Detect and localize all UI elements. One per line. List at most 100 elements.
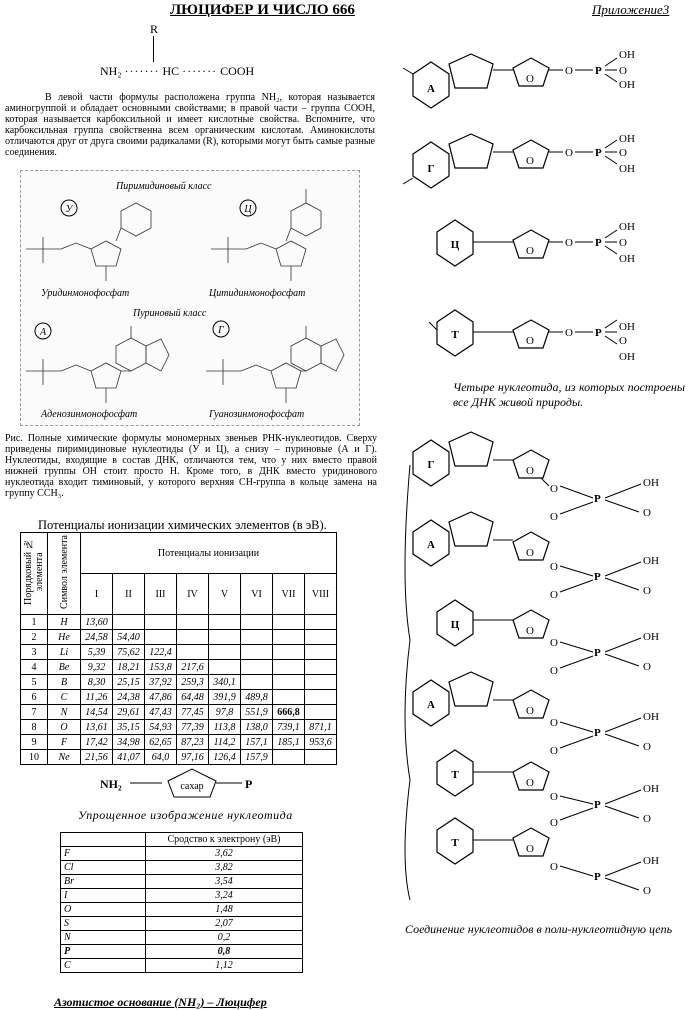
potential-cell: 13,61 xyxy=(80,719,113,735)
potential-cell xyxy=(272,629,305,645)
chain-g-bridge: O xyxy=(550,483,558,495)
chain-caption: Соединение нуклеотидов в поли-нуклеотидн… xyxy=(405,922,673,936)
chain-p3: P xyxy=(594,647,601,659)
potential-cell xyxy=(304,674,337,690)
potential-cell xyxy=(208,659,241,675)
element-symbol: H xyxy=(47,614,81,630)
amp-label: Аденозинмонофосфат xyxy=(40,409,137,420)
chain-c-label: Ц xyxy=(451,619,460,631)
potential-cell xyxy=(240,659,273,675)
potential-cell: 47,86 xyxy=(144,689,177,705)
potential-cell: 29,61 xyxy=(112,704,145,720)
affinity-symbol: S xyxy=(60,916,146,931)
potential-cell: 666,8 xyxy=(272,704,305,720)
t-o: O xyxy=(619,335,627,347)
affinity-symbol: F xyxy=(60,846,146,861)
affinity-value: 3,54 xyxy=(145,874,303,889)
roman-header: III xyxy=(144,573,177,615)
element-number: 4 xyxy=(20,659,48,675)
roman-header: VIII xyxy=(304,573,337,615)
potential-cell: 64,48 xyxy=(176,689,209,705)
chain-p5-o: O xyxy=(643,813,651,825)
affinity-symbol: P xyxy=(60,944,146,959)
potential-cell: 21,56 xyxy=(80,749,113,765)
affinity-value: 3,24 xyxy=(145,888,303,903)
scheme-phosphate: P xyxy=(245,777,253,791)
chain-p4-bridge: O xyxy=(550,745,558,757)
figure-caption: Рис. Полные химические формулы мономерны… xyxy=(5,433,377,499)
potential-cell: 871,1 xyxy=(304,719,337,735)
potential-cell: 953,6 xyxy=(304,734,337,750)
potential-cell xyxy=(304,614,337,630)
formula-carboxyl: COOH xyxy=(220,64,255,78)
col-number-header: Порядковый № элемента xyxy=(20,532,48,615)
affinity-value: 2,07 xyxy=(145,916,303,931)
element-number: 1 xyxy=(20,614,48,630)
chain-t-label: Т xyxy=(451,769,459,781)
a-oh2: OH xyxy=(619,79,635,91)
potential-cell xyxy=(272,659,305,675)
potential-cell xyxy=(272,614,305,630)
chain-p1-bridge: O xyxy=(550,511,558,523)
element-symbol: F xyxy=(47,734,81,750)
potential-cell xyxy=(176,614,209,630)
a-sugar-o: O xyxy=(526,73,534,85)
affinity-value: 1,12 xyxy=(145,958,303,973)
t-oh2: OH xyxy=(619,351,635,363)
chain-g-label: Г xyxy=(428,459,435,471)
appendix-label: Приложение3 xyxy=(592,2,670,17)
a-phosphorus: P xyxy=(595,65,602,77)
element-number: 9 xyxy=(20,734,48,750)
chain-t2-label: Т xyxy=(451,837,459,849)
potential-cell: 25,15 xyxy=(112,674,145,690)
potential-cell xyxy=(272,644,305,660)
potential-cell: 217,6 xyxy=(176,659,209,675)
chain-t2-o: O xyxy=(526,843,534,855)
potential-cell xyxy=(240,674,273,690)
c-phosphorus: P xyxy=(595,237,602,249)
chain-a2-bridge: O xyxy=(550,717,558,729)
affinity-symbol: Cl xyxy=(60,860,146,875)
scheme-sugar: сахар xyxy=(180,781,203,792)
potential-cell xyxy=(304,749,337,765)
potential-cell: 54,40 xyxy=(112,629,145,645)
chain-p1-oh: OH xyxy=(643,477,659,489)
affinity-symbol: Br xyxy=(60,874,146,889)
potential-cell: 41,07 xyxy=(112,749,145,765)
potential-cell: 157,1 xyxy=(240,734,273,750)
potential-cell: 185,1 xyxy=(272,734,305,750)
u-badge: У xyxy=(66,204,74,215)
potential-cell: 35,15 xyxy=(112,719,145,735)
four-nucleotides-caption: Четыре нуклеотида, из которых построены … xyxy=(453,380,685,409)
potential-cell xyxy=(272,674,305,690)
potential-cell xyxy=(304,704,337,720)
a-o: O xyxy=(619,65,627,77)
amino-acid-formula: NH₂ ······· HC ······· COOH xyxy=(100,64,255,78)
affinity-blank-header xyxy=(60,832,146,847)
potential-cell xyxy=(304,659,337,675)
a-badge: А xyxy=(39,327,47,338)
rna-nucleotides-figure: Пиримидиновый класс Пуриновый класс Урид… xyxy=(20,170,360,426)
potential-cell: 114,2 xyxy=(208,734,241,750)
chain-p5-bridge: O xyxy=(550,817,558,829)
element-symbol: Li xyxy=(47,644,81,660)
c-oh1: OH xyxy=(619,221,635,233)
potential-cell: 5,39 xyxy=(80,644,113,660)
c-badge: Ц xyxy=(243,204,252,215)
potential-cell xyxy=(240,614,273,630)
potential-cell: 17,42 xyxy=(80,734,113,750)
g-o: O xyxy=(619,147,627,159)
chain-g-o: O xyxy=(526,465,534,477)
